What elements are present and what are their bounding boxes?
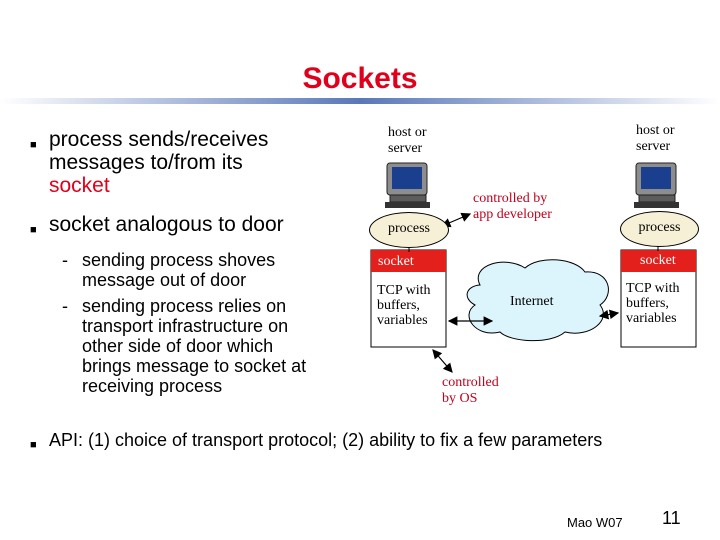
right-host-label-line-1: host or (636, 123, 675, 138)
right-tcp-line-1: TCP with (626, 281, 680, 296)
internet-label: Internet (510, 294, 554, 309)
left-tcp-line-2: buffers, (377, 298, 420, 313)
page-number: 11 (662, 508, 681, 528)
sub-bullet-1-line-2: message out of door (82, 270, 247, 290)
footer-author: Mao W07 (567, 515, 623, 530)
left-host-label-line-2: server (388, 141, 423, 156)
bullet-3: ■ API: (1) choice of transport protocol;… (30, 430, 710, 451)
left-tcp-label: TCP with buffers, variables (377, 283, 431, 328)
bullet-1-line-1: process sends/receives (49, 128, 269, 151)
sub-bullet-2-line-2: transport infrastructure on (82, 316, 289, 336)
dash-icon: - (62, 250, 68, 270)
left-tcp-line-3: variables (377, 313, 428, 328)
right-link-arrow (598, 309, 620, 320)
title-rule (0, 98, 720, 104)
square-bullet-icon: ■ (30, 439, 37, 451)
sub-bullet-2-line-5: receiving process (82, 376, 223, 396)
api-bullet-text: API: (1) choice of transport protocol; (… (49, 430, 603, 450)
internet-cloud (466, 259, 609, 342)
square-bullet-icon: ■ (30, 139, 37, 151)
bullet-2: ■ socket analogous to door (30, 213, 350, 236)
computer-icon (634, 162, 679, 208)
controlled-by-os-line-1: controlled (442, 375, 499, 390)
dash-icon: - (62, 296, 68, 316)
left-socket-band (371, 250, 446, 272)
right-tcp-label: TCP with buffers, variables (626, 281, 680, 326)
square-bullet-icon: ■ (30, 224, 37, 236)
os-arrow (432, 349, 453, 373)
controlled-by-app-line-2: app developer (473, 207, 552, 222)
controlled-by-os-line-2: by OS (442, 391, 478, 406)
left-host-label: host or server (388, 125, 427, 157)
controlled-by-app-line-1: controlled by (473, 191, 548, 206)
right-socket-band (621, 250, 696, 272)
sub-bullet-2-line-4: brings message to socket at (82, 356, 307, 376)
controlled-by-os-label: controlled by OS (442, 375, 499, 407)
bullet-2-text: socket analogous to door (49, 213, 284, 236)
right-host-label-line-2: server (636, 139, 671, 154)
bullet-1-line-2: messages to/from its (49, 151, 243, 174)
left-socket-label: socket (378, 254, 414, 269)
right-tcp-line-2: buffers, (626, 296, 669, 311)
sub-bullet-1: - sending process shoves message out of … (62, 250, 352, 290)
sub-bullet-2-line-3: other side of door which (82, 336, 274, 356)
controlled-by-app-label: controlled by app developer (473, 191, 552, 223)
left-process-node: process (369, 212, 449, 248)
bullet-1-line-3: socket (49, 174, 110, 197)
left-host-label-line-1: host or (388, 125, 427, 140)
right-process-node: process (620, 211, 699, 247)
sub-bullet-2: - sending process relies on transport in… (62, 296, 352, 396)
bullet-1: ■ process sends/receives messages to/fro… (30, 128, 350, 197)
computer-icon (385, 162, 430, 208)
slide-title: Sockets (302, 62, 418, 95)
right-socket-label: socket (640, 253, 676, 268)
right-host-label: host or server (636, 123, 675, 155)
sub-bullet-2-line-1: sending process relies on (82, 296, 287, 316)
left-tcp-line-1: TCP with (377, 283, 431, 298)
sub-bullet-1-line-1: sending process shoves (82, 250, 276, 270)
right-tcp-line-3: variables (626, 311, 677, 326)
